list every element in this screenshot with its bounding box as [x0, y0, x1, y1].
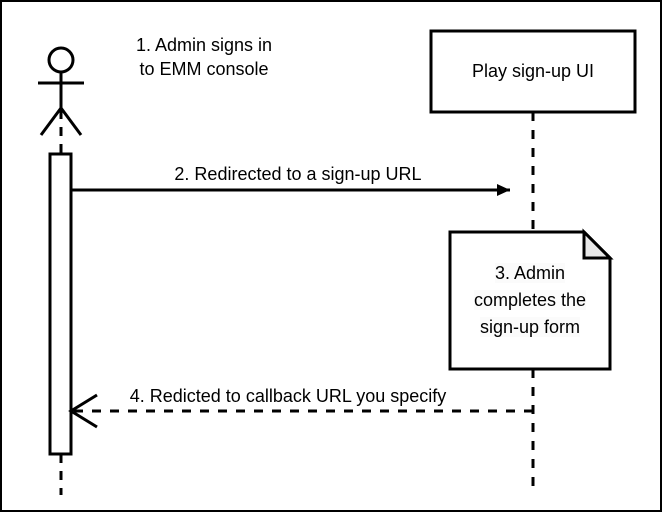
message-label-1: 2. Redirected to a sign-up URL: [174, 164, 422, 184]
message-label-2: 4. Redicted to callback URL you specify: [129, 386, 447, 406]
note-fold-icon: [582, 228, 614, 260]
actor-label: 1. Admin signs in to EMM console: [135, 35, 273, 79]
participant-label: Play sign-up UI: [471, 61, 595, 81]
message-arrowhead-2: [68, 393, 98, 429]
note-line-3: sign-up form: [479, 317, 581, 337]
participant-box: [429, 29, 637, 114]
note-label: 3. Admin completes the sign-up form: [454, 260, 606, 341]
note-line-2: completes the: [473, 290, 587, 310]
stick-figure-icon: [38, 46, 84, 136]
actor-activation-bar: [48, 152, 73, 456]
note-line-1: 3. Admin: [494, 263, 566, 283]
